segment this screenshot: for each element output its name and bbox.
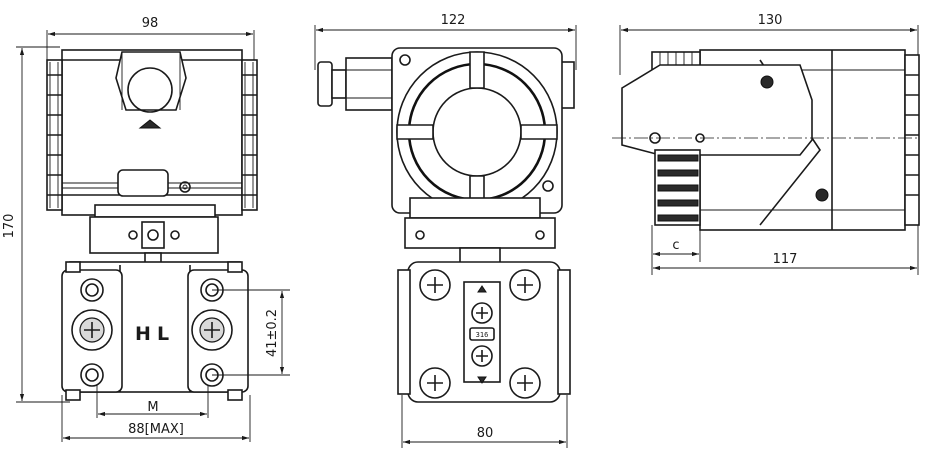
- top-body-dimension: 117: [653, 225, 919, 275]
- top-view: 130: [612, 13, 920, 275]
- low-side-label: L: [157, 323, 169, 345]
- side-plate-tag: 316: [476, 331, 489, 339]
- top-body: [621, 49, 920, 231]
- front-width-dimension: 98: [46, 16, 255, 60]
- top-length-dimension: 130: [619, 13, 919, 75]
- flange-spacing-dimension: 41±0.2: [212, 289, 290, 376]
- side-base-label: 80: [477, 426, 494, 441]
- front-flange-block: H L: [61, 261, 249, 401]
- side-cable-gland: [317, 57, 575, 111]
- front-height-label: 170: [2, 214, 17, 239]
- front-housing: [46, 49, 258, 216]
- side-base-dimension: 80: [401, 395, 568, 448]
- top-length-label: 130: [758, 13, 783, 28]
- thread-label: M: [147, 400, 158, 415]
- top-body-label: 117: [773, 252, 798, 267]
- flange-spacing-label: 41±0.2: [265, 309, 280, 357]
- front-neck: [89, 204, 219, 268]
- front-width-label: 98: [142, 16, 159, 31]
- side-housing: [391, 47, 563, 219]
- side-neck: [404, 217, 556, 265]
- side-flange-body: 316: [397, 261, 571, 403]
- clearance-label: c: [672, 238, 679, 253]
- thread-dimension: M: [96, 385, 209, 418]
- side-width-dimension: 122: [314, 13, 577, 70]
- front-base-label: 88[MAX]: [128, 422, 184, 437]
- front-height-dimension: 170: [2, 46, 70, 403]
- side-width-label: 122: [441, 13, 466, 28]
- high-side-label: H: [135, 323, 151, 345]
- clearance-dimension: c: [651, 225, 701, 275]
- front-view: 98 170: [2, 16, 290, 442]
- front-base-dimension: 88[MAX]: [61, 395, 251, 442]
- side-view: 122: [314, 13, 577, 448]
